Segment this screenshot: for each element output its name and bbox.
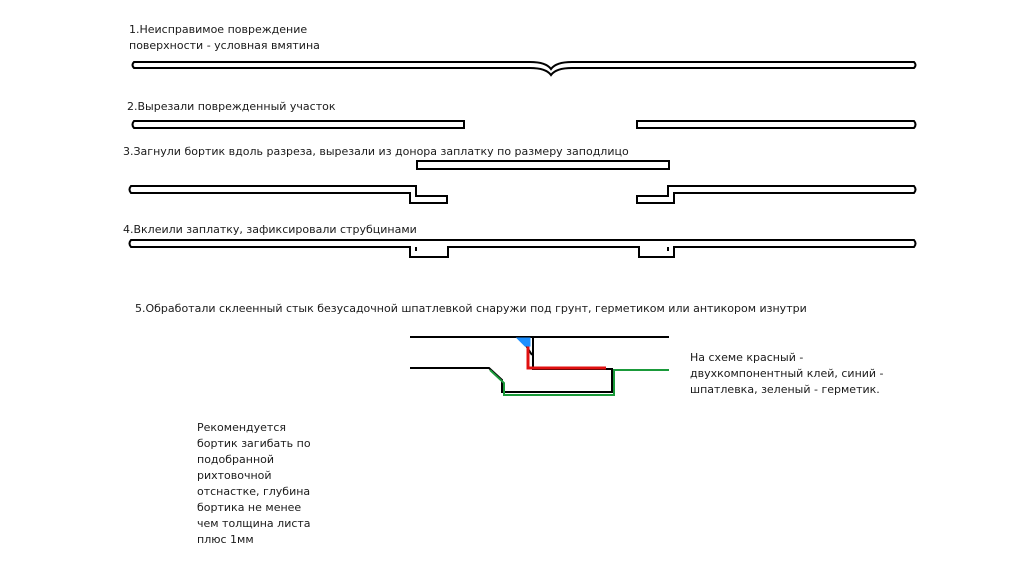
recommendation-line: плюс 1мм [197, 533, 254, 546]
recommendation-line: бортика не менее [197, 501, 302, 514]
step-2-cut-panel [131, 120, 917, 129]
step-3-label: 3.Загнули бортик вдоль разреза, вырезали… [123, 145, 629, 158]
legend-line-1: На схеме красный - [690, 351, 804, 364]
putty-layer [515, 337, 531, 347]
step-5-joint-detail [410, 336, 669, 393]
donor-patch [416, 160, 670, 170]
sealant-layer [489, 369, 669, 396]
step-1-label-line1: 1.Неисправимое повреждение [129, 23, 308, 36]
recommendation-note: Рекомендуется бортик загибать по подобра… [197, 420, 311, 548]
recommendation-line: Рекомендуется [197, 421, 286, 434]
legend-line-2: двухкомпонентный клей, синий - [690, 367, 884, 380]
glue-layer [526, 341, 606, 370]
step-2-label: 2.Вырезали поврежденный участок [127, 100, 336, 113]
step-4-label: 4.Вклеили заплатку, зафиксировали струбц… [123, 223, 417, 236]
step-1-label-line2: поверхности - условная вмятина [129, 39, 320, 52]
recommendation-line: отснастке, глубина [197, 485, 311, 498]
step-3-flanged-panel [128, 160, 917, 204]
recommendation-line: бортик загибать по [197, 437, 311, 450]
step-5-label: 5.Обработали склеенный стык безусадочной… [135, 302, 807, 315]
recommendation-line: рихтовочной [197, 469, 272, 482]
step-4-glued-patch [128, 239, 917, 258]
recommendation-line: подобранной [197, 453, 275, 466]
step-1-panel-with-dent [131, 61, 917, 77]
recommendation-line: чем толщина листа [197, 517, 311, 530]
legend-line-3: шпатлевка, зеленый - герметик. [690, 383, 880, 396]
